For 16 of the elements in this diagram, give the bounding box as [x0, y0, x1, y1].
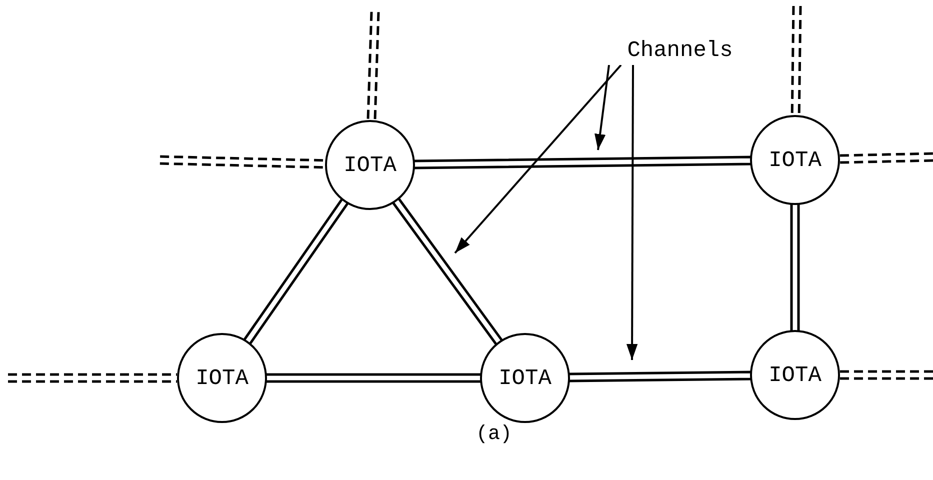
- channel-line: [242, 196, 350, 346]
- leader-line: [594, 64, 610, 150]
- channel-line: [6, 373, 178, 383]
- channel-line: [390, 196, 504, 348]
- node-label: IOTA: [768, 362, 822, 388]
- node-label: IOTA: [768, 148, 822, 172]
- node-label: IOTA: [344, 152, 396, 178]
- caption: (a): [476, 423, 512, 446]
- channel-line: [838, 370, 933, 380]
- leader-line: [454, 64, 622, 254]
- node-label: IOTA: [196, 366, 248, 390]
- channel-line: [366, 10, 380, 122]
- channel-line: [838, 152, 933, 164]
- callout-text: Channels: [627, 38, 733, 62]
- leader-line: [626, 65, 638, 360]
- node-label: IOTA: [498, 366, 552, 390]
